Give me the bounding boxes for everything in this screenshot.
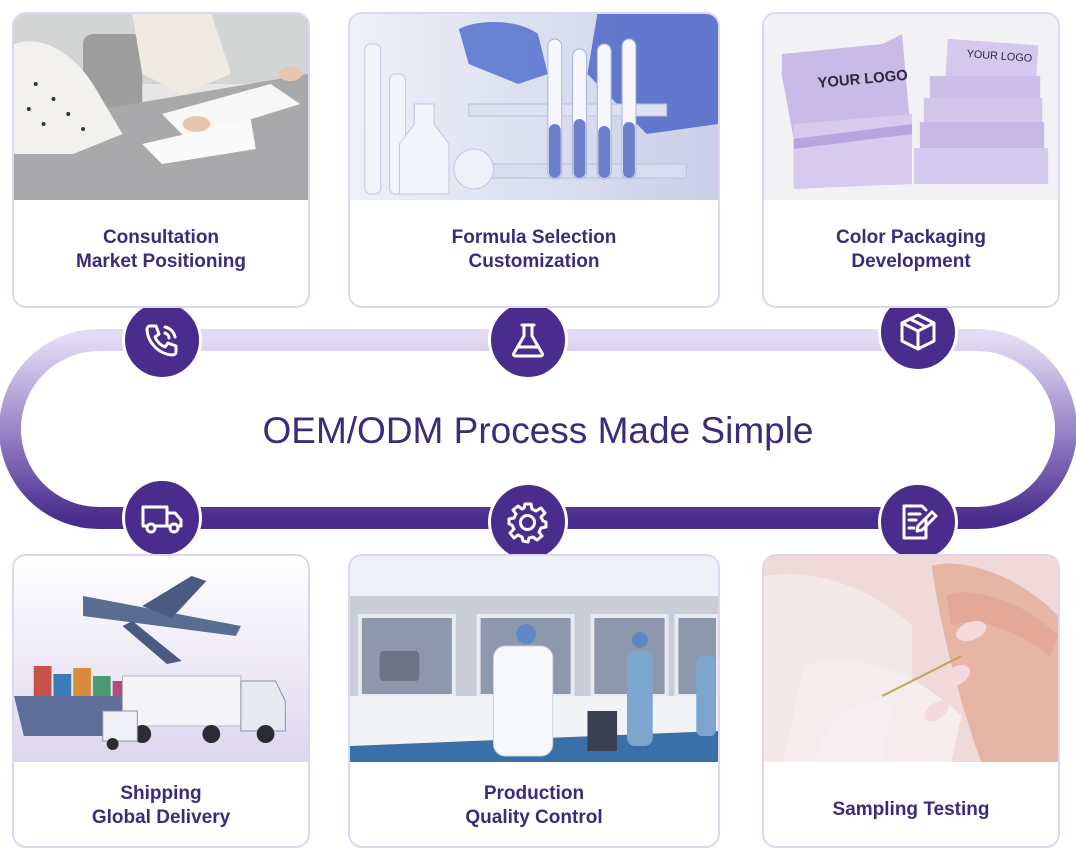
edit-document-icon	[878, 482, 958, 562]
step-label: Color Packaging Development	[836, 227, 986, 272]
step-label: Formula Selection Customization	[451, 227, 617, 272]
step-label: Shipping Global Delivery	[91, 783, 231, 828]
logo-print: YOUR LOGO	[966, 48, 1032, 65]
nail-sample-photo	[764, 556, 1058, 762]
step-label: Sampling Testing	[832, 799, 990, 820]
phone-icon	[122, 300, 202, 380]
truck-icon	[122, 478, 202, 558]
step-card-packaging: YOUR LOGO YOUR LOGO Color Packaging Deve…	[762, 12, 1060, 308]
page-title: OEM/ODM Process Made Simple	[262, 410, 814, 451]
step-label: Consultation Market Positioning	[76, 227, 246, 272]
step-card-formula: Formula Selection Customization	[348, 12, 720, 308]
lab-test-tubes-photo	[350, 14, 718, 200]
step-card-sampling: Sampling Testing	[762, 554, 1060, 848]
packaging-boxes-photo: YOUR LOGO YOUR LOGO	[764, 14, 1058, 200]
factory-production-photo	[350, 556, 718, 762]
step-card-shipping: Shipping Global Delivery	[12, 554, 310, 848]
step-card-consultation: Consultation Market Positioning	[12, 12, 310, 308]
shipping-photo	[14, 556, 308, 762]
gear-icon	[488, 482, 568, 562]
step-card-production: Production Quality Control	[348, 554, 720, 848]
consultation-photo	[14, 14, 308, 200]
flask-icon	[488, 300, 568, 380]
step-label: Production Quality Control	[465, 783, 603, 828]
